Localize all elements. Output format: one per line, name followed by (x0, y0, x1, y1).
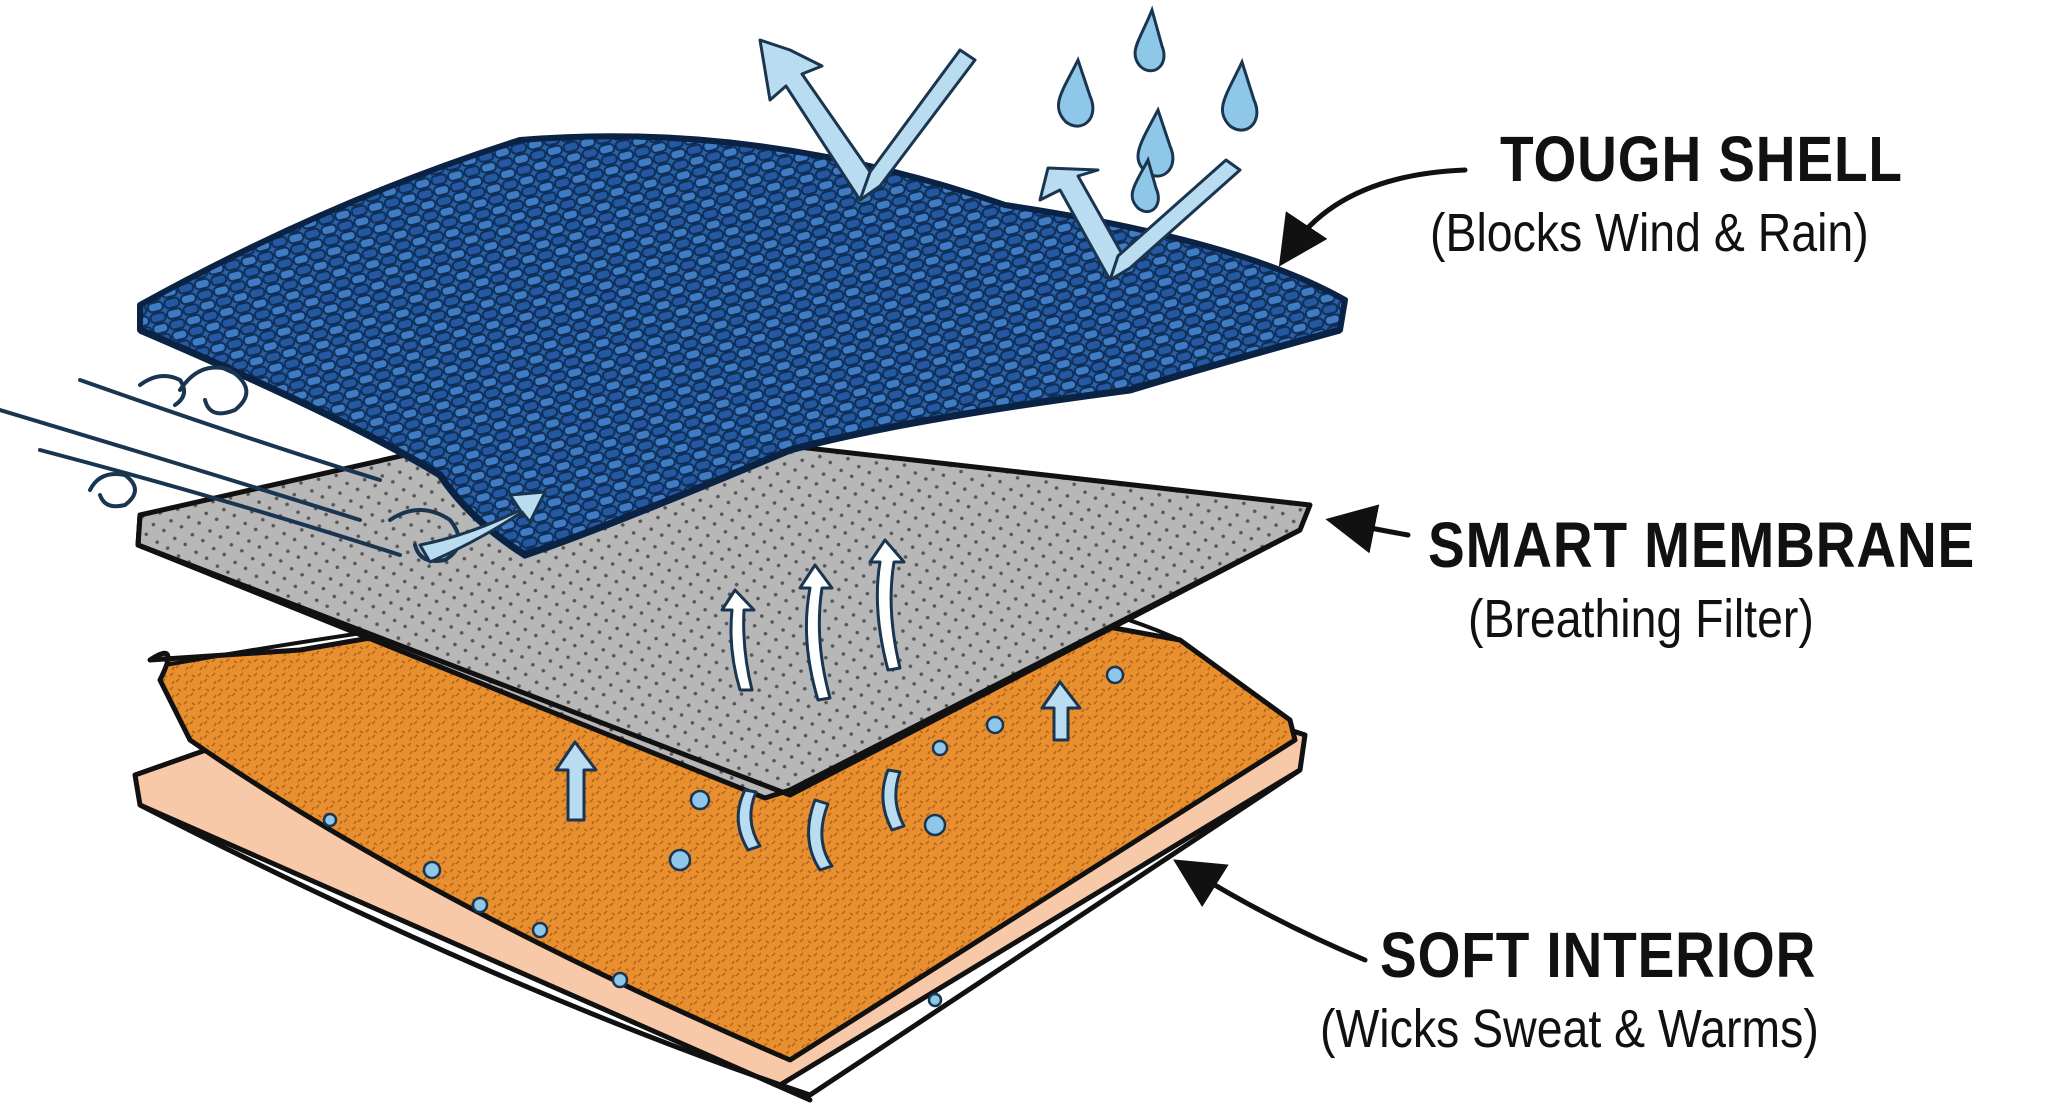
wind-swirls (0, 365, 461, 563)
sweat-drops (322, 665, 1125, 1008)
interior-callout-arrow (1173, 859, 1368, 963)
label-tough-shell: TOUGH SHELL (Blocks Wind & Rain) (1430, 122, 1969, 264)
label-soft-interior: SOFT INTERIOR (Wicks Sweat & Warms) (1320, 918, 1900, 1060)
shell-callout-arrow (1278, 167, 1468, 267)
layer-title: SMART MEMBRANE (1428, 509, 1976, 581)
vapor-arrows (720, 538, 906, 702)
layer-subtitle: (Wicks Sweat & Warms) (1320, 999, 1819, 1059)
fleece-layer (147, 557, 1298, 1063)
layer-title: TOUGH SHELL (1500, 123, 1903, 195)
layer-title: SOFT INTERIOR (1380, 919, 1817, 991)
membrane-callout-arrow (1325, 504, 1411, 554)
label-smart-membrane: SMART MEMBRANE (Breathing Filter) (1428, 508, 2048, 650)
rain-drops (1056, 5, 1259, 214)
callout-arrows (1173, 167, 1468, 963)
deflect-arrows (758, 38, 1242, 282)
layer-subtitle: (Breathing Filter) (1468, 589, 1814, 649)
wind-arrow (418, 490, 547, 564)
sweat-arrows (554, 680, 1082, 872)
layer-subtitle: (Blocks Wind & Rain) (1430, 203, 1869, 263)
